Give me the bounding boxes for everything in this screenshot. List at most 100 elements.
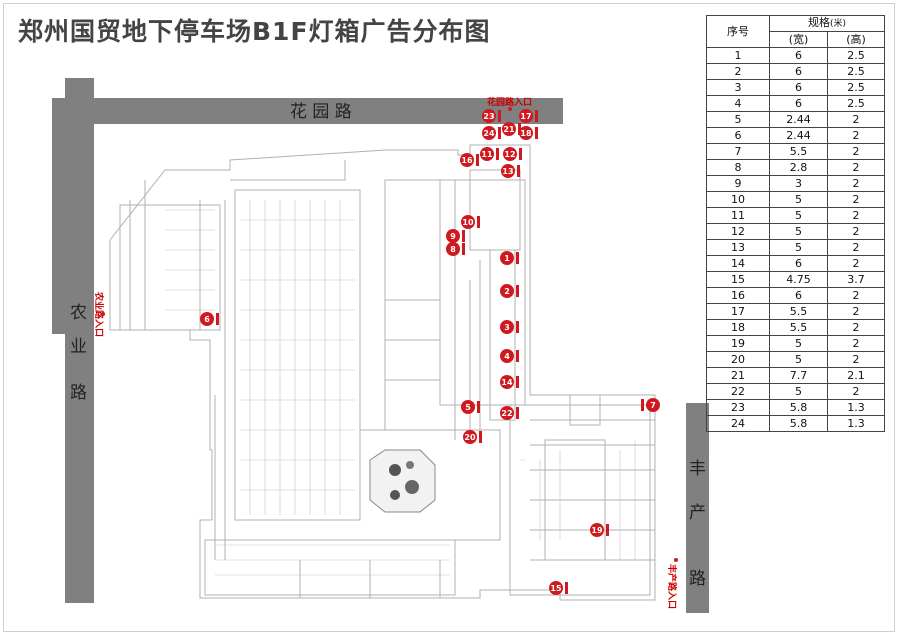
entrance-label-north: 花园路入口 [487,96,532,108]
spec-width: 2.44 [769,111,828,128]
spec-no: 9 [706,175,770,192]
spec-no: 23 [706,399,770,416]
spec-width: 5 [769,207,828,224]
marker-circle [590,523,604,537]
spec-no: 6 [706,127,770,144]
lightbox-marker: 10 [461,215,480,229]
spec-height: 1.3 [827,415,885,432]
marker-label: 9 [450,232,456,241]
spec-no: 1 [706,47,770,64]
marker-label: 18 [520,129,532,138]
spec-no: 17 [706,303,770,320]
lightbox-bar [516,350,519,362]
spec-no: 10 [706,191,770,208]
header-spec: 规格(米) [769,15,885,32]
spec-no: 16 [706,287,770,304]
marker-circle [461,400,475,414]
spec-no: 5 [706,111,770,128]
spec-no: 19 [706,335,770,352]
entrance-west: 农业路入口 [93,291,105,337]
spec-width: 4.75 [769,271,828,288]
spec-height: 2 [827,335,885,352]
lightbox-marker: 22 [500,406,519,420]
spec-height: 2 [827,191,885,208]
lightbox-bar [477,216,480,228]
spec-no: 22 [706,383,770,400]
entrance-label-west: 农业路入口 [93,291,105,337]
lightbox-marker: 1 [500,251,519,265]
lightbox-marker: 23 [482,109,501,123]
spec-height: 2 [827,111,885,128]
header-unit-label: (米) [829,19,847,29]
roads [52,78,709,613]
marker-circle [480,147,494,161]
marker-label: 1 [504,254,510,263]
spec-width: 5 [769,335,828,352]
lightbox-marker: 19 [590,523,609,537]
spec-height: 3.7 [827,271,885,288]
road-label-east-3: 路 [689,569,706,589]
central-plaza [369,449,436,513]
spec-no: 21 [706,367,770,384]
spec-no: 8 [706,159,770,176]
road-label-east-2: 产 [689,503,706,523]
marker-circle [503,147,517,161]
lightbox-marker: 17 [519,109,538,123]
marker-label: 22 [501,409,512,418]
lightbox-marker: 12 [503,147,522,161]
marker-circle [500,320,514,334]
marker-label: 2 [504,287,510,296]
header-height: (高) [827,31,885,48]
lightbox-marker: 9 [446,229,465,243]
spec-no: 7 [706,143,770,160]
spec-width: 5.8 [769,399,828,416]
spec-width: 6 [769,63,828,80]
marker-label: 17 [520,112,531,121]
marker-circle [519,126,533,140]
marker-label: 15 [550,584,562,593]
spec-height: 2 [827,287,885,304]
marker-label: 12 [504,150,515,159]
road-label-west-2: 业 [70,337,87,357]
marker-label: 20 [464,433,476,442]
spec-height: 2 [827,255,885,272]
marker-circle [549,581,563,595]
spec-height: 2 [827,127,885,144]
marker-circle [446,229,460,243]
lightbox-bar [479,431,482,443]
marker-label: 8 [450,245,456,254]
spec-height: 2 [827,175,885,192]
spec-height: 2 [827,207,885,224]
header-spec-label: 规格 [807,16,830,29]
spec-height: 2.1 [827,367,885,384]
spec-height: 2 [827,303,885,320]
road-east [686,403,709,613]
marker-circle [500,284,514,298]
marker-circle [446,242,460,256]
spec-width: 6 [769,47,828,64]
marker-label: 6 [204,315,210,324]
lightbox-marker: 3 [500,320,519,334]
spec-height: 2 [827,239,885,256]
lightbox-bar [519,148,522,160]
marker-label: 23 [483,112,494,121]
road-label-west-3: 路 [70,383,87,403]
lightbox-marker: 2 [500,284,519,298]
lightbox-marker: 5 [461,400,480,414]
spec-width: 2.8 [769,159,828,176]
marker-circle [463,430,477,444]
lightbox-marker: 8 [446,242,465,256]
marker-label: 14 [501,378,513,387]
lightbox-bar [516,285,519,297]
marker-circle [502,122,516,136]
lightbox-marker: 14 [500,375,519,389]
